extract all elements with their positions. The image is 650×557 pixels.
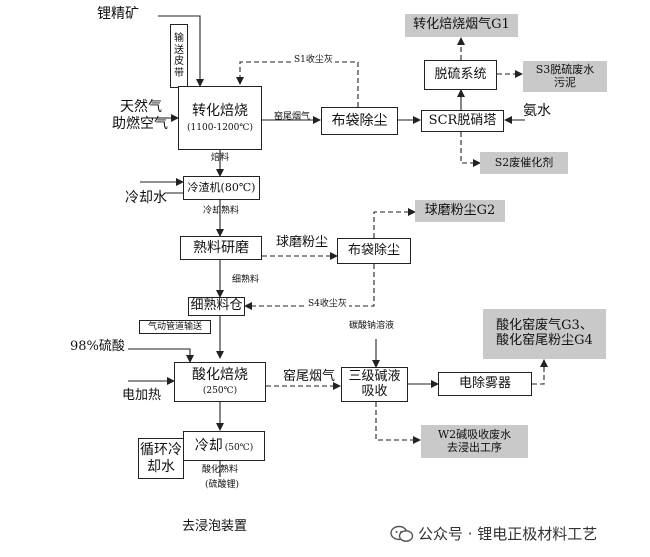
combustion-air-label: 助燃空气 xyxy=(112,116,168,132)
output-g1: 转化焙烧烟气G1 xyxy=(405,14,518,37)
output-g3-g4: 酸化窑废气G3、 酸化窑尾粉尘G4 xyxy=(483,309,606,359)
baghouse-2-node: 布袋除尘 xyxy=(337,238,411,264)
conversion-roasting-node: 转化焙烧 (1100-1200℃) xyxy=(178,86,262,150)
pneumatic-label-box: 气动管道输送 xyxy=(139,320,211,334)
to-leaching-label: 去浸泡装置 xyxy=(182,519,248,534)
output-s3: S3脱硫废水 污泥 xyxy=(523,61,607,92)
cooling-node: 冷却 (50℃) xyxy=(183,431,265,461)
watermark-text: 公众号 · 锂电正极材料工艺 xyxy=(418,525,598,543)
sodium-carbonate-label: 碳酸钠溶液 xyxy=(349,321,395,331)
kiln-tail-gas-2-label: 窑尾烟气 xyxy=(283,369,336,384)
baghouse2-to-g2-arrow xyxy=(373,208,416,238)
ammonia-label: 氨水 xyxy=(523,103,551,119)
scr-to-s2-arrow xyxy=(460,132,481,167)
fine-clinker-bin-node: 细熟料仓 xyxy=(188,297,245,316)
acid-feed-arrow xyxy=(128,348,194,363)
s4-dust-return xyxy=(244,264,375,310)
clinker-grinding-node: 熟料研磨 xyxy=(180,236,262,260)
output-w2: W2碱吸收废水 去浸出工序 xyxy=(421,425,528,458)
output-s2: S2废催化剂 xyxy=(480,152,568,174)
ball-mill-dust-label: 球磨粉尘 xyxy=(276,235,329,250)
ore-feed-arrow xyxy=(158,15,204,87)
s1-dust-label: S1收尘灰 xyxy=(292,55,335,66)
circulating-cooling-water-node: 循环冷 却水 xyxy=(138,438,184,479)
output-g2: 球磨粉尘G2 xyxy=(415,200,505,222)
electric-heating-label: 电加热 xyxy=(122,388,162,403)
acid-roasting-node: 酸化焙烧 (250℃) xyxy=(174,362,266,402)
natural-gas-label: 天然气 xyxy=(120,99,162,115)
wechat-watermark: 公众号 · 锂电正极材料工艺 xyxy=(390,523,597,544)
conveyor-belt-node: 输 送 皮 带 xyxy=(170,24,188,88)
desulfurization-node: 脱硫系统 xyxy=(424,60,497,90)
electrostatic-mist-eliminator-node: 电除雾器 xyxy=(438,372,532,396)
baghouse-1-node: 布袋除尘 xyxy=(321,107,398,135)
clinker-label: 焙料 xyxy=(211,153,230,163)
scr-denitration-node: SCR脱硝塔 xyxy=(421,110,504,132)
wechat-icon xyxy=(390,525,414,543)
s4-dust-label: S4收尘灰 xyxy=(306,299,349,310)
cooling-water-node: 冷却水 xyxy=(125,190,167,207)
fine-clinker-label: 细熟料 xyxy=(232,275,260,285)
lithium-sulfate-label: (硫酸锂) xyxy=(205,480,240,490)
acid-clinker-label: 酸化熟料 xyxy=(202,465,239,475)
slag-cooler-node: 冷渣机(80℃) xyxy=(183,176,260,200)
esp-to-g34-arrow xyxy=(532,359,548,385)
three-stage-scrubber-node: 三级碱液 吸收 xyxy=(341,367,408,402)
hot-clinker-label: 冷却熟料 xyxy=(203,206,240,216)
scrubber-to-w2-arrow xyxy=(375,402,421,444)
sulfuric-acid-label: 98%硫酸 xyxy=(70,339,125,354)
lithium-ore-label: 锂精矿 xyxy=(97,6,139,22)
kiln-tail-gas-1-label: 窑尾烟气 xyxy=(274,112,311,122)
